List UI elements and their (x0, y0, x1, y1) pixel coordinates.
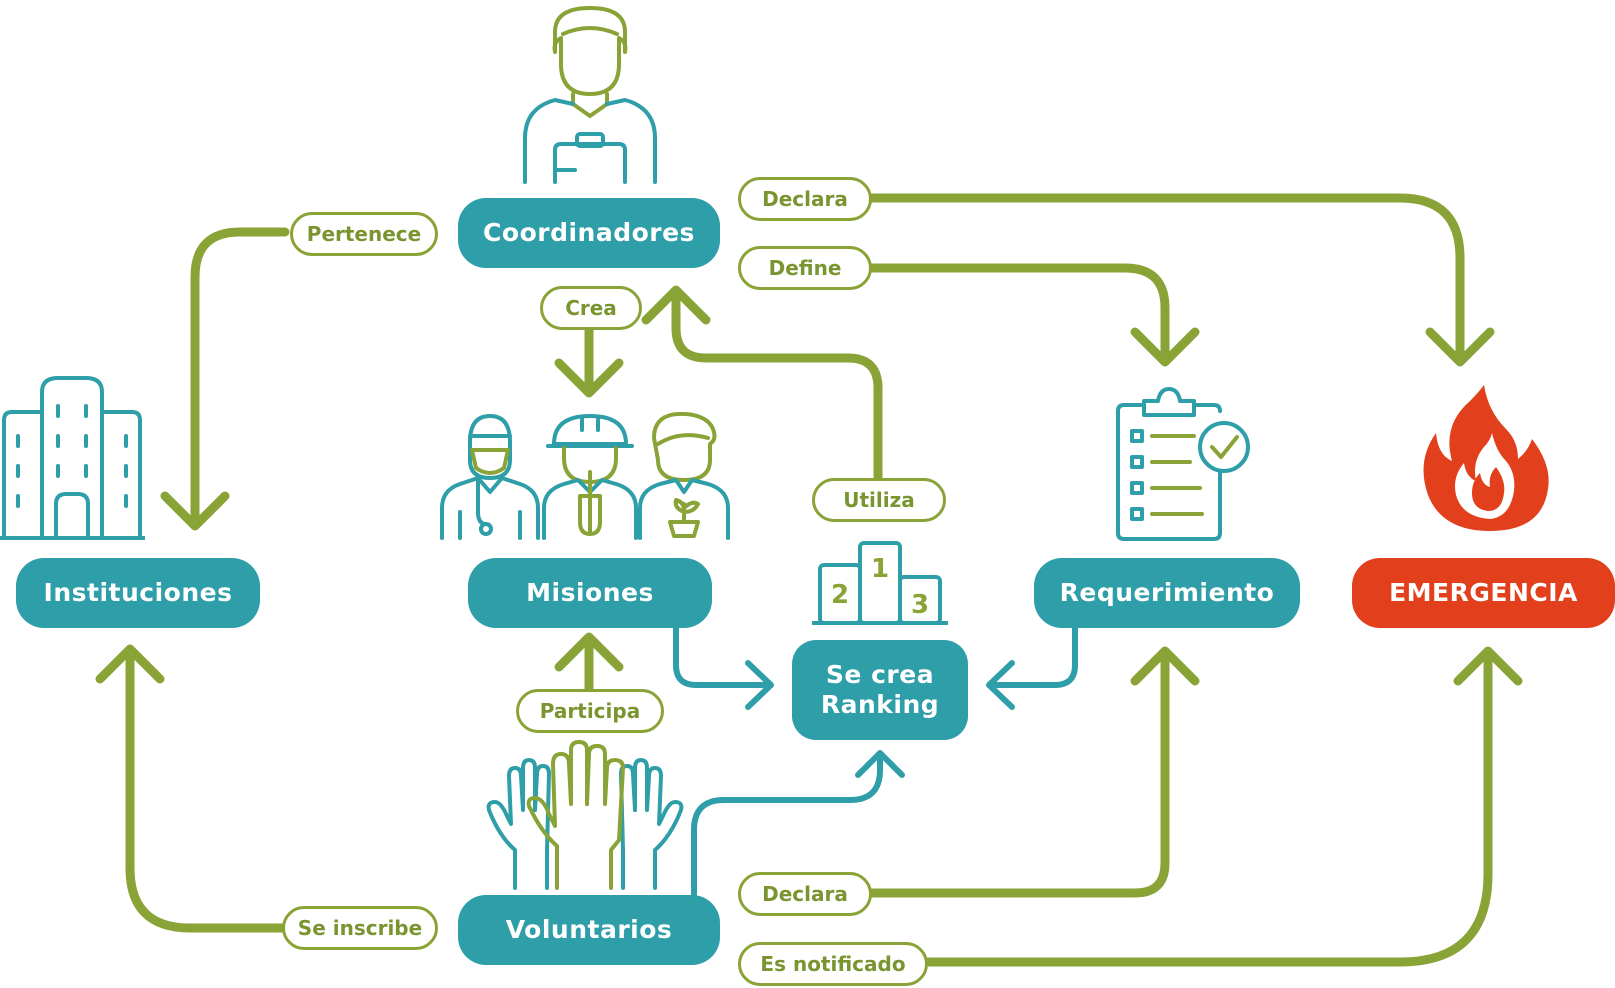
clipboard-check-icon (1116, 387, 1250, 541)
edge-pertenece (190, 227, 290, 530)
podium-icon: 2 1 3 (812, 541, 948, 625)
ranking-line-1: Se crea (825, 660, 935, 689)
arrowhead-emergencia-up (1453, 646, 1523, 686)
edge-define (863, 263, 1170, 365)
edge-declara-top (863, 193, 1465, 365)
fire-icon (1423, 385, 1549, 531)
podium-second: 2 (831, 580, 849, 610)
label-participa: Participa (516, 689, 664, 733)
arrowhead-emergencia-down (1425, 327, 1495, 367)
arrowhead-ranking-left (745, 660, 774, 710)
building-icon (0, 376, 145, 540)
label-pertenece: Pertenece (290, 212, 438, 256)
podium-third: 3 (911, 590, 929, 620)
label-declara-top: Declara (738, 177, 872, 221)
edge-misiones-ranking (673, 622, 773, 688)
label-se-inscribe: Se inscribe (282, 906, 438, 950)
node-misiones: Misiones (468, 558, 712, 628)
arrowhead-requerimiento-down (1130, 327, 1200, 367)
node-se-crea-ranking: Se crea Ranking (792, 640, 968, 740)
label-utiliza: Utiliza (812, 478, 946, 522)
label-declara-bottom: Declara (738, 872, 872, 916)
arrowhead-misiones-down (554, 358, 624, 398)
label-es-notificado: Es notificado (738, 942, 928, 986)
podium-first: 1 (871, 554, 889, 584)
node-voluntarios: Voluntarios (458, 895, 720, 965)
node-emergencia: EMERGENCIA (1352, 558, 1615, 628)
ranking-line-2: Ranking (820, 690, 940, 719)
arrowhead-coordinadores-up (641, 285, 711, 325)
arrowhead-misiones-up (554, 632, 624, 672)
arrowhead-instituciones-down (160, 491, 230, 531)
edge-requerimiento-ranking (987, 622, 1078, 688)
label-crea: Crea (540, 286, 642, 330)
edge-utiliza (671, 287, 883, 483)
label-define: Define (738, 246, 872, 290)
arrowhead-requerimiento-up (1130, 646, 1200, 686)
arrowhead-instituciones-up (95, 644, 165, 684)
raised-hands-icon (486, 740, 684, 890)
edge-voluntarios-ranking (691, 751, 883, 901)
arrowhead-ranking-right (986, 660, 1015, 710)
edge-es-notificado (920, 647, 1493, 967)
node-instituciones: Instituciones (16, 558, 260, 628)
team-icon (440, 412, 730, 540)
edge-se-inscribe (125, 645, 290, 933)
arrowhead-ranking-up (855, 750, 905, 778)
node-coordinadores: Coordinadores (458, 198, 720, 268)
node-requerimiento: Requerimiento (1034, 558, 1300, 628)
edge-declara-bottom (863, 647, 1170, 898)
coordinator-person-icon (523, 6, 657, 184)
